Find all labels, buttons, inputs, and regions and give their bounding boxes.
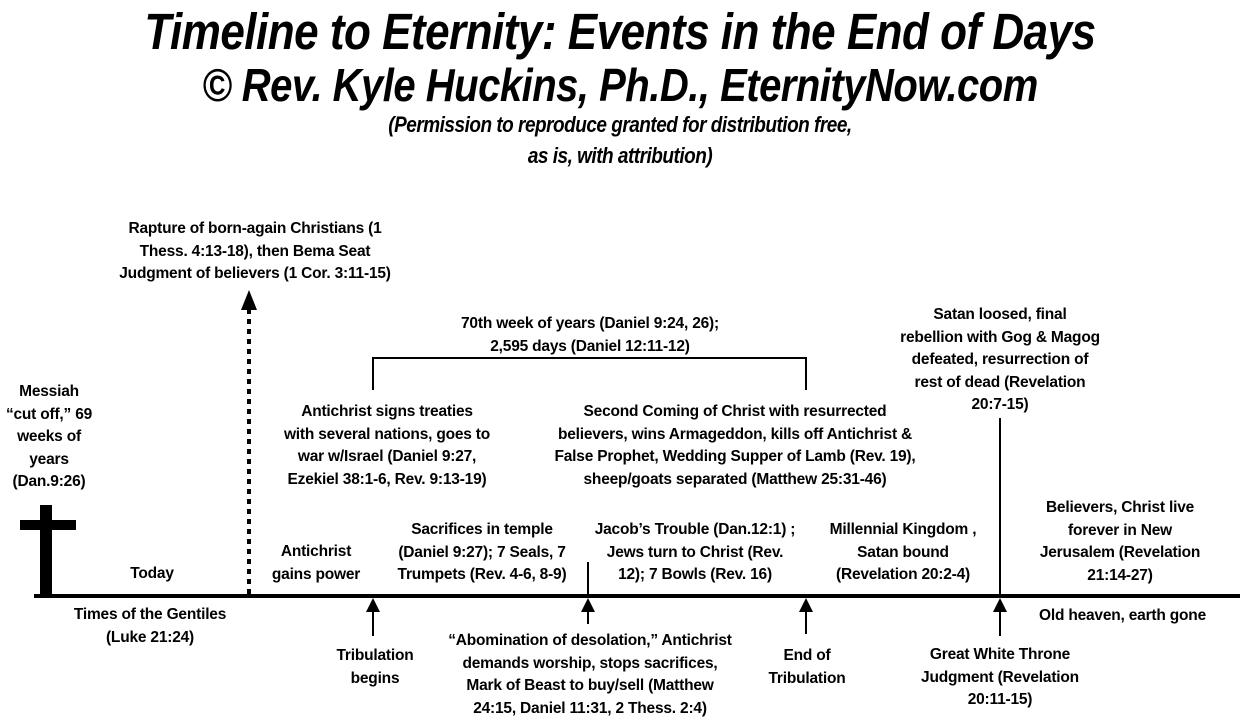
old-heaven-label: Old heaven, earth gone [1038, 607, 1206, 624]
gentiles-label: Times of the Gentiles (Luke 21:24) [73, 606, 227, 646]
abomination-label: “Abomination of desolation,” Antichrist … [448, 632, 732, 717]
messiah-label: Messiah “cut off,” 69 weeks of years (Da… [5, 383, 93, 490]
cross-icon [20, 505, 76, 597]
permission-line-1: (Permission to reproduce granted for dis… [388, 113, 852, 138]
rapture-arrow [241, 290, 257, 594]
permission-note: (Permission to reproduce granted for dis… [0, 110, 1240, 172]
seventieth-week-label: 70th week of years (Daniel 9:24, 26); 2,… [461, 315, 719, 355]
treaties-label: Antichrist signs treaties with several n… [283, 403, 491, 488]
today-label: Today [130, 565, 174, 582]
permission-line-2: as is, with attribution) [527, 144, 713, 169]
arrow-end-tribulation [799, 598, 813, 634]
second-coming-label: Second Coming of Christ with resurrected… [554, 403, 916, 488]
jacobs-trouble-label: Jacob’s Trouble (Dan.12:1) ; Jews turn t… [594, 521, 796, 583]
great-white-throne-label: Great White Throne Judgment (Revelation … [921, 646, 1079, 708]
millennial-label: Millennial Kingdom , Satan bound (Revela… [829, 521, 977, 583]
end-tribulation-label: End of Tribulation [768, 647, 846, 687]
satan-loosed-label: Satan loosed, final rebellion with Gog &… [900, 306, 1100, 413]
antichrist-power-label: Antichrist gains power [271, 543, 361, 583]
new-jerusalem-label: Believers, Christ live forever in New Je… [1039, 499, 1201, 584]
page-title: Timeline to Eternity: Events in the End … [144, 4, 1096, 61]
seventieth-week-bracket [372, 357, 807, 390]
tribulation-begins-label: Tribulation begins [336, 647, 414, 687]
arrow-abomination [581, 598, 595, 624]
arrow-tribulation-begins [366, 598, 380, 636]
rapture-label: Rapture of born-again Christians (1 Thes… [119, 220, 391, 282]
copyright-line: © Rev. Kyle Huckins, Ph.D., EternityNow.… [202, 60, 1038, 112]
arrow-great-white-throne [993, 598, 1007, 636]
sacrifices-label: Sacrifices in temple (Daniel 9:27); 7 Se… [397, 521, 567, 583]
